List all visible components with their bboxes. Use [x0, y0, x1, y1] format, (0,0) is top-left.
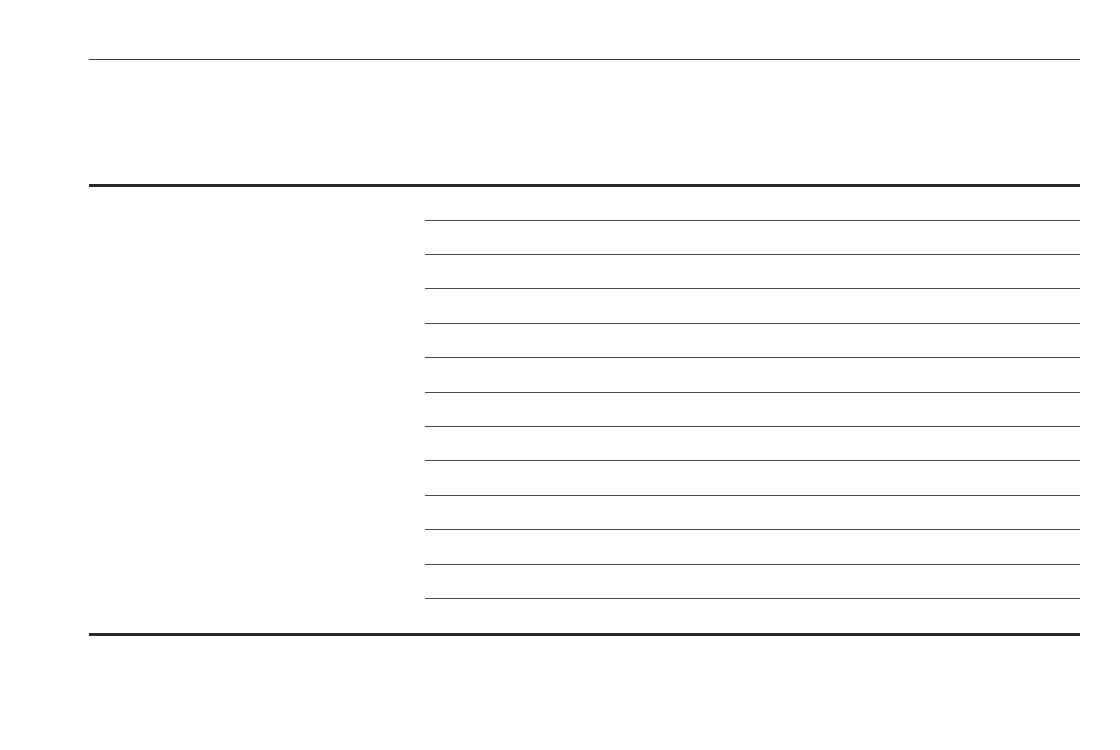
row-divider: [425, 495, 1080, 496]
table-cell: [425, 221, 538, 255]
table-cell: [538, 221, 794, 255]
table-row: [425, 324, 1080, 358]
table-row: [425, 565, 1080, 599]
row-divider: [425, 288, 1080, 289]
table-cell: [425, 393, 538, 427]
table-row: [425, 187, 1080, 221]
table-cell: [425, 496, 538, 530]
row-divider: [425, 323, 1080, 324]
table-cell: [538, 393, 794, 427]
table-cell: [425, 565, 538, 599]
table-cell: [425, 187, 538, 221]
table-cell: [538, 187, 794, 221]
table-cell: [794, 359, 1080, 393]
table-cell: [425, 359, 538, 393]
table-cell: [425, 255, 538, 289]
table-cell: [538, 565, 794, 599]
table-row: [425, 462, 1080, 496]
table-row: [425, 221, 1080, 255]
header-rule: [89, 59, 1080, 60]
table-cell: [538, 462, 794, 496]
table-stub-cell: [89, 187, 425, 633]
data-table: [89, 184, 1080, 637]
table-cell: [794, 565, 1080, 599]
table-row: [425, 531, 1080, 565]
row-divider: [425, 254, 1080, 255]
table-cell: [538, 359, 794, 393]
table-cell: [538, 324, 794, 358]
row-divider: [425, 460, 1080, 461]
table-row: [425, 359, 1080, 393]
table-cell: [794, 496, 1080, 530]
table-cell: [794, 290, 1080, 324]
table-cell: [794, 255, 1080, 289]
table-cell: [538, 531, 794, 565]
table-row: [425, 393, 1080, 427]
table-cell: [794, 324, 1080, 358]
row-divider: [425, 357, 1080, 358]
table-cell: [794, 393, 1080, 427]
table-cell: [794, 427, 1080, 461]
table-cell: [425, 427, 538, 461]
table-bottom-rule: [89, 633, 1080, 636]
table-cell: [538, 427, 794, 461]
table-cell: [794, 187, 1080, 221]
table-row: [425, 599, 1080, 633]
table-top-rule: [89, 184, 1080, 187]
table-row: [425, 427, 1080, 461]
table-cell: [425, 599, 538, 633]
row-divider: [425, 392, 1080, 393]
table-cell: [425, 324, 538, 358]
table-cell: [425, 290, 538, 324]
table-cell: [538, 290, 794, 324]
table-cell: [794, 462, 1080, 496]
table-cell: [538, 599, 794, 633]
row-divider: [425, 529, 1080, 530]
table-row: [425, 496, 1080, 530]
table-cell: [425, 462, 538, 496]
table-cell: [538, 496, 794, 530]
table-row: [425, 255, 1080, 289]
row-divider: [425, 564, 1080, 565]
table-cell: [425, 531, 538, 565]
row-divider: [425, 426, 1080, 427]
table-cell: [794, 531, 1080, 565]
table-cell: [794, 221, 1080, 255]
table-cell: [794, 599, 1080, 633]
table-body: [425, 187, 1080, 633]
table-row: [425, 290, 1080, 324]
row-divider: [425, 220, 1080, 221]
row-divider: [425, 598, 1080, 599]
table-cell: [538, 255, 794, 289]
